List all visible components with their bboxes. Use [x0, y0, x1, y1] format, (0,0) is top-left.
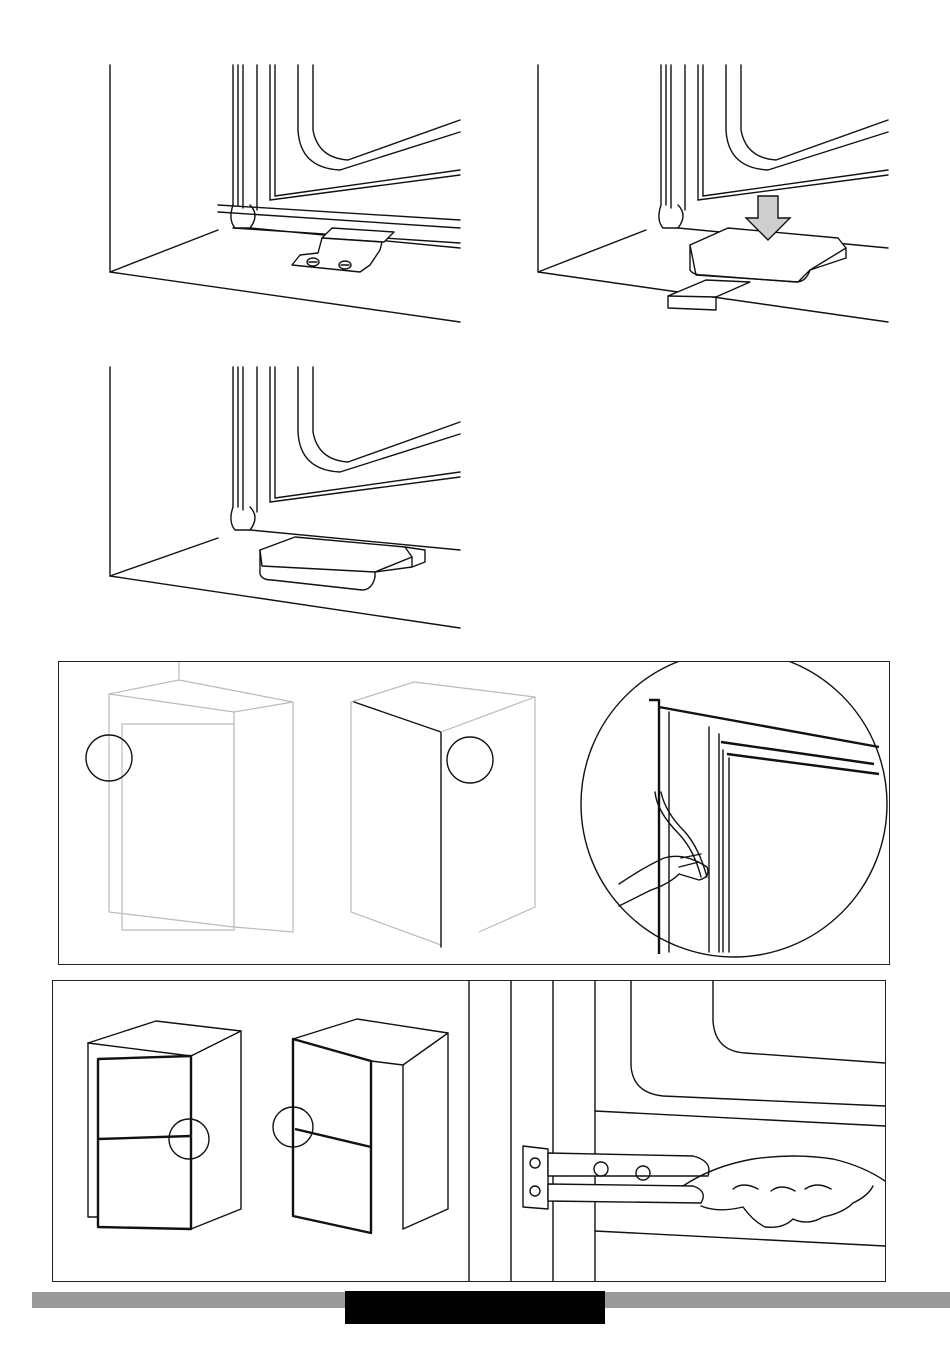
detail-circle-right [447, 737, 493, 783]
door-seal-panel [58, 661, 890, 965]
footer-block [345, 1291, 605, 1324]
figure-hinge-cover-press [528, 60, 893, 330]
double-door-panel [52, 980, 886, 1282]
figure-hinge-cover-installed [100, 362, 465, 632]
figure-hinge-bracket [100, 60, 465, 330]
